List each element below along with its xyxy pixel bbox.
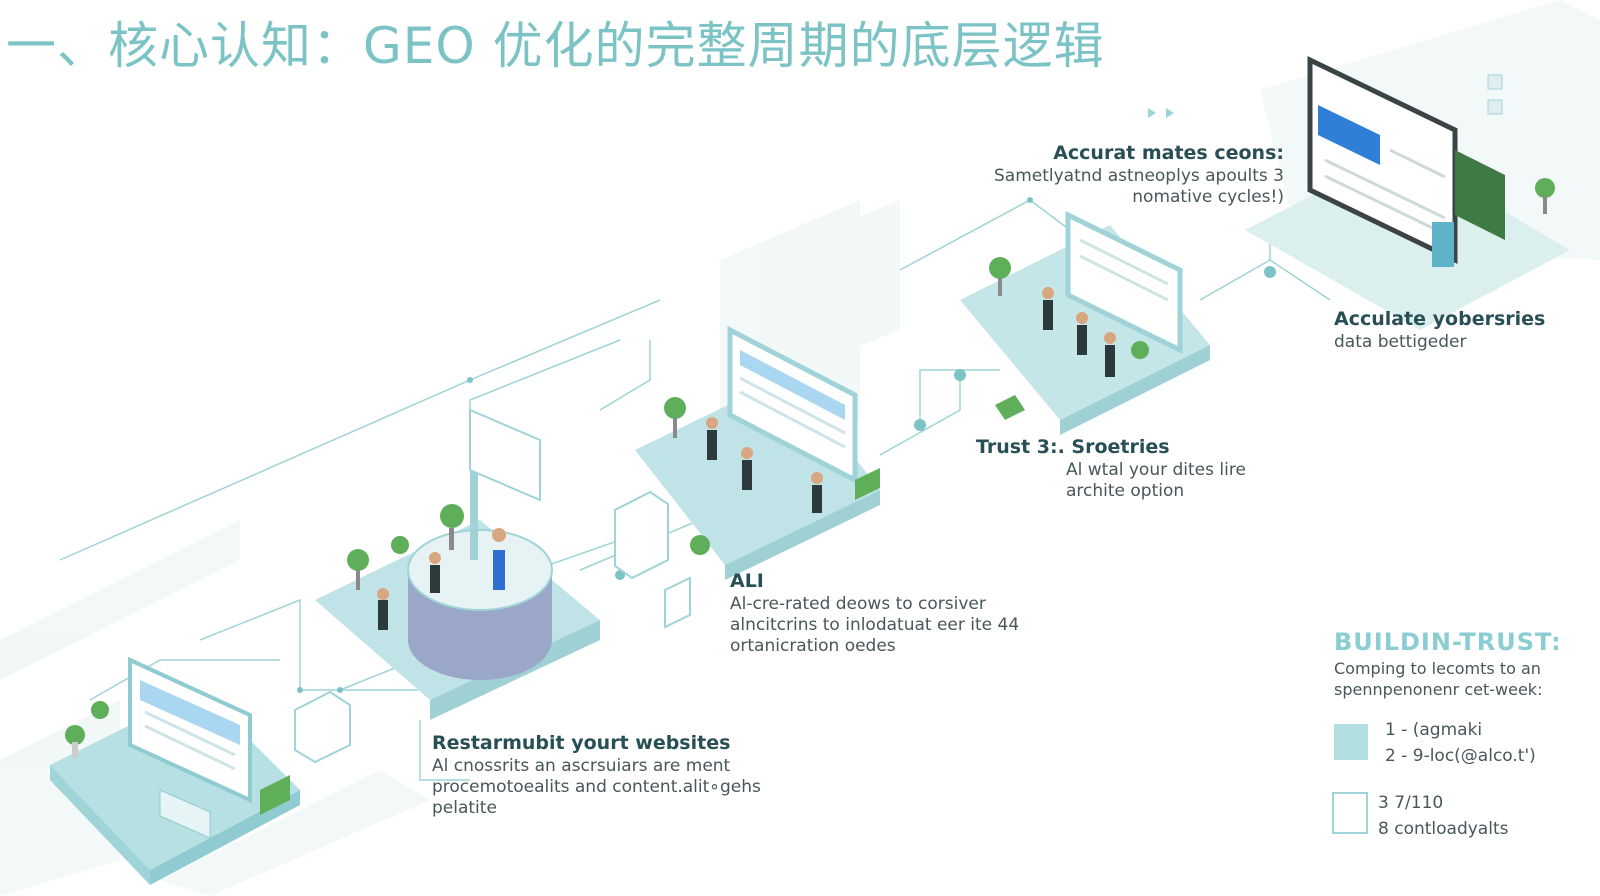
legend-item: 3 7/110 8 contloadyalts xyxy=(1378,790,1508,842)
step3-heading: Trust 3:. Sroetries xyxy=(976,436,1170,458)
platform-ai-screen xyxy=(635,325,880,580)
platform-websites xyxy=(50,656,300,885)
platform-monitor xyxy=(1148,56,1570,330)
step5-line: data bettigeder xyxy=(1334,332,1467,352)
legend-line: 3 7/110 xyxy=(1378,793,1444,813)
step3-line: Al wtal your dites lire xyxy=(1066,460,1246,480)
trust-title: BUILDIN-TRUST: xyxy=(1334,628,1562,656)
trust-subtitle: spennpenonenr cet-week: xyxy=(1334,680,1543,699)
step1-label: Restarmubit yourt websites Al cnossrits … xyxy=(432,730,761,819)
platform-team xyxy=(960,210,1210,435)
trust-subtitle: Comping to lecomts to an xyxy=(1334,659,1541,678)
step2-label: ALI Al-cre-rated deows to corsiver alnci… xyxy=(730,568,1019,657)
page-title: 一、核心认知：GEO 优化的完整周期的底层逻辑 xyxy=(6,17,1105,75)
step1-line: pelatite xyxy=(432,798,497,818)
step4-heading: Accurat mates сeons: xyxy=(1053,142,1284,164)
step2-heading: ALI xyxy=(730,570,764,592)
legend-swatch-filled xyxy=(1334,724,1368,760)
step4-line: nomative cycles!) xyxy=(1132,187,1284,207)
legend-line: 1 - (agmaki xyxy=(1385,720,1483,740)
legend-swatch-outline xyxy=(1332,792,1368,834)
platform-hub xyxy=(315,408,600,720)
trust-panel: BUILDIN-TRUST: Comping to lecomts to an … xyxy=(1334,626,1562,700)
step1-line: procemotoealits and content.alit∘gehs xyxy=(432,777,761,797)
step2-line: ortanicration oedes xyxy=(730,636,896,656)
step2-line: alncitcrins to inlodatuat eer ite 44 xyxy=(730,615,1020,635)
legend-line: 8 contloadyalts xyxy=(1378,819,1509,839)
step2-line: Al-cre-rated deows to corsiver xyxy=(730,594,986,614)
server-boxes xyxy=(294,490,710,764)
step5-label: Acculate yobersries data bettigeder xyxy=(1334,306,1545,353)
step5-heading: Acculate yobersries xyxy=(1334,308,1546,330)
circuit-nodes xyxy=(297,197,1276,693)
legend-item: 1 - (agmaki 2 - 9-loc(@alco.t') xyxy=(1385,717,1536,769)
step4-label: Accurat mates сeons: Sametlyatnd astneop… xyxy=(994,140,1284,208)
step1-heading: Restarmubit yourt websites xyxy=(432,732,731,754)
step3-line: archite option xyxy=(1066,481,1185,501)
step4-line: Sametlyatnd astneoplys apoults 3 xyxy=(994,166,1284,186)
step1-line: Al cnossrits an ascrsuiars are ment xyxy=(432,756,731,776)
step3-label: Trust 3:. Sroetries Al wtal your dites l… xyxy=(976,434,1246,502)
legend-line: 2 - 9-loc(@alco.t') xyxy=(1385,746,1536,766)
